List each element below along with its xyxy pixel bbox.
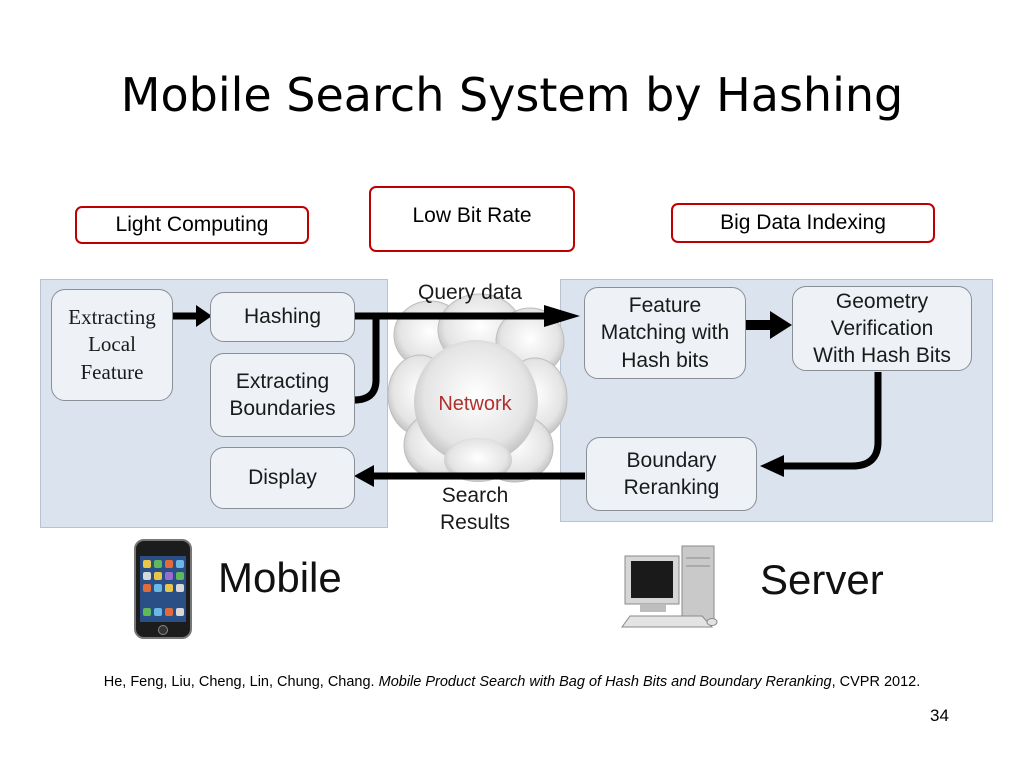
big-data-indexing-tag: Big Data Indexing <box>671 203 935 243</box>
citation-authors: He, Feng, Liu, Cheng, Lin, Chung, Chang. <box>103 674 379 690</box>
page-number: 34 <box>930 706 949 725</box>
big-data-indexing-label: Big Data Indexing <box>720 211 886 234</box>
display-box: Display <box>210 447 355 509</box>
hashing-box: Hashing <box>210 292 355 342</box>
mobile-label: Mobile <box>218 554 342 601</box>
citation: He, Feng, Liu, Cheng, Lin, Chung, Chang.… <box>0 674 1024 690</box>
citation-paper: Mobile Product Search with Bag of Hash B… <box>378 674 832 690</box>
server-label: Server <box>760 556 884 603</box>
slide-title: Mobile Search System by Hashing <box>120 68 904 122</box>
light-computing-tag: Light Computing <box>75 206 309 244</box>
network-cloud-icon <box>387 293 568 483</box>
light-computing-label: Light Computing <box>115 213 269 236</box>
query-data-label: Query data <box>418 281 522 304</box>
low-bit-rate-label: Low Bit Rate <box>412 204 532 227</box>
network-label: Network <box>438 393 512 415</box>
low-bit-rate-tag: Low Bit Rate <box>369 186 575 252</box>
citation-venue: , CVPR 2012. <box>831 674 921 690</box>
